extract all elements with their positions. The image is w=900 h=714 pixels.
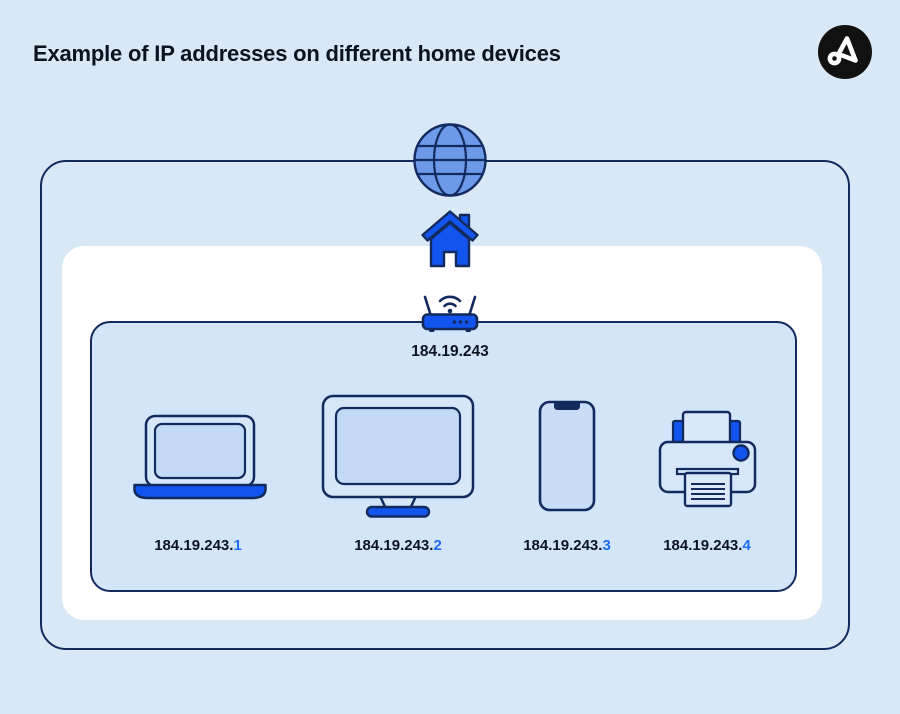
wifi-dot <box>447 308 453 314</box>
house-icon <box>420 208 480 270</box>
laptop-icon <box>133 410 267 500</box>
page-title: Example of IP addresses on different hom… <box>33 41 561 66</box>
ip-suffix: 2 <box>433 537 442 554</box>
wifi-router-icon <box>415 284 485 336</box>
ip-suffix: 4 <box>742 537 751 554</box>
router-ip-label: 184.19.243 <box>411 343 489 360</box>
phone-notch <box>554 403 580 410</box>
ip-suffix: 1 <box>233 537 242 554</box>
monitor-icon <box>321 394 475 518</box>
ip-prefix: 184.19.243. <box>523 537 603 554</box>
ip-prefix: 184.19.243. <box>663 537 743 554</box>
desktop-ip-label: 184.19.243.2 <box>318 537 478 554</box>
printer-icon <box>658 404 758 509</box>
globe-icon <box>412 122 488 198</box>
ip-suffix: 3 <box>602 537 611 554</box>
laptop-ip-label: 184.19.243.1 <box>118 537 278 554</box>
brand-logo <box>818 25 872 79</box>
brand-a-logo-icon <box>818 25 872 79</box>
smartphone-icon <box>538 400 596 512</box>
phone-ip-label: 184.19.243.3 <box>487 537 647 554</box>
ip-prefix: 184.19.243. <box>354 537 434 554</box>
ip-prefix: 184.19.243. <box>154 537 234 554</box>
printer-ip-label: 184.19.243.4 <box>627 537 787 554</box>
